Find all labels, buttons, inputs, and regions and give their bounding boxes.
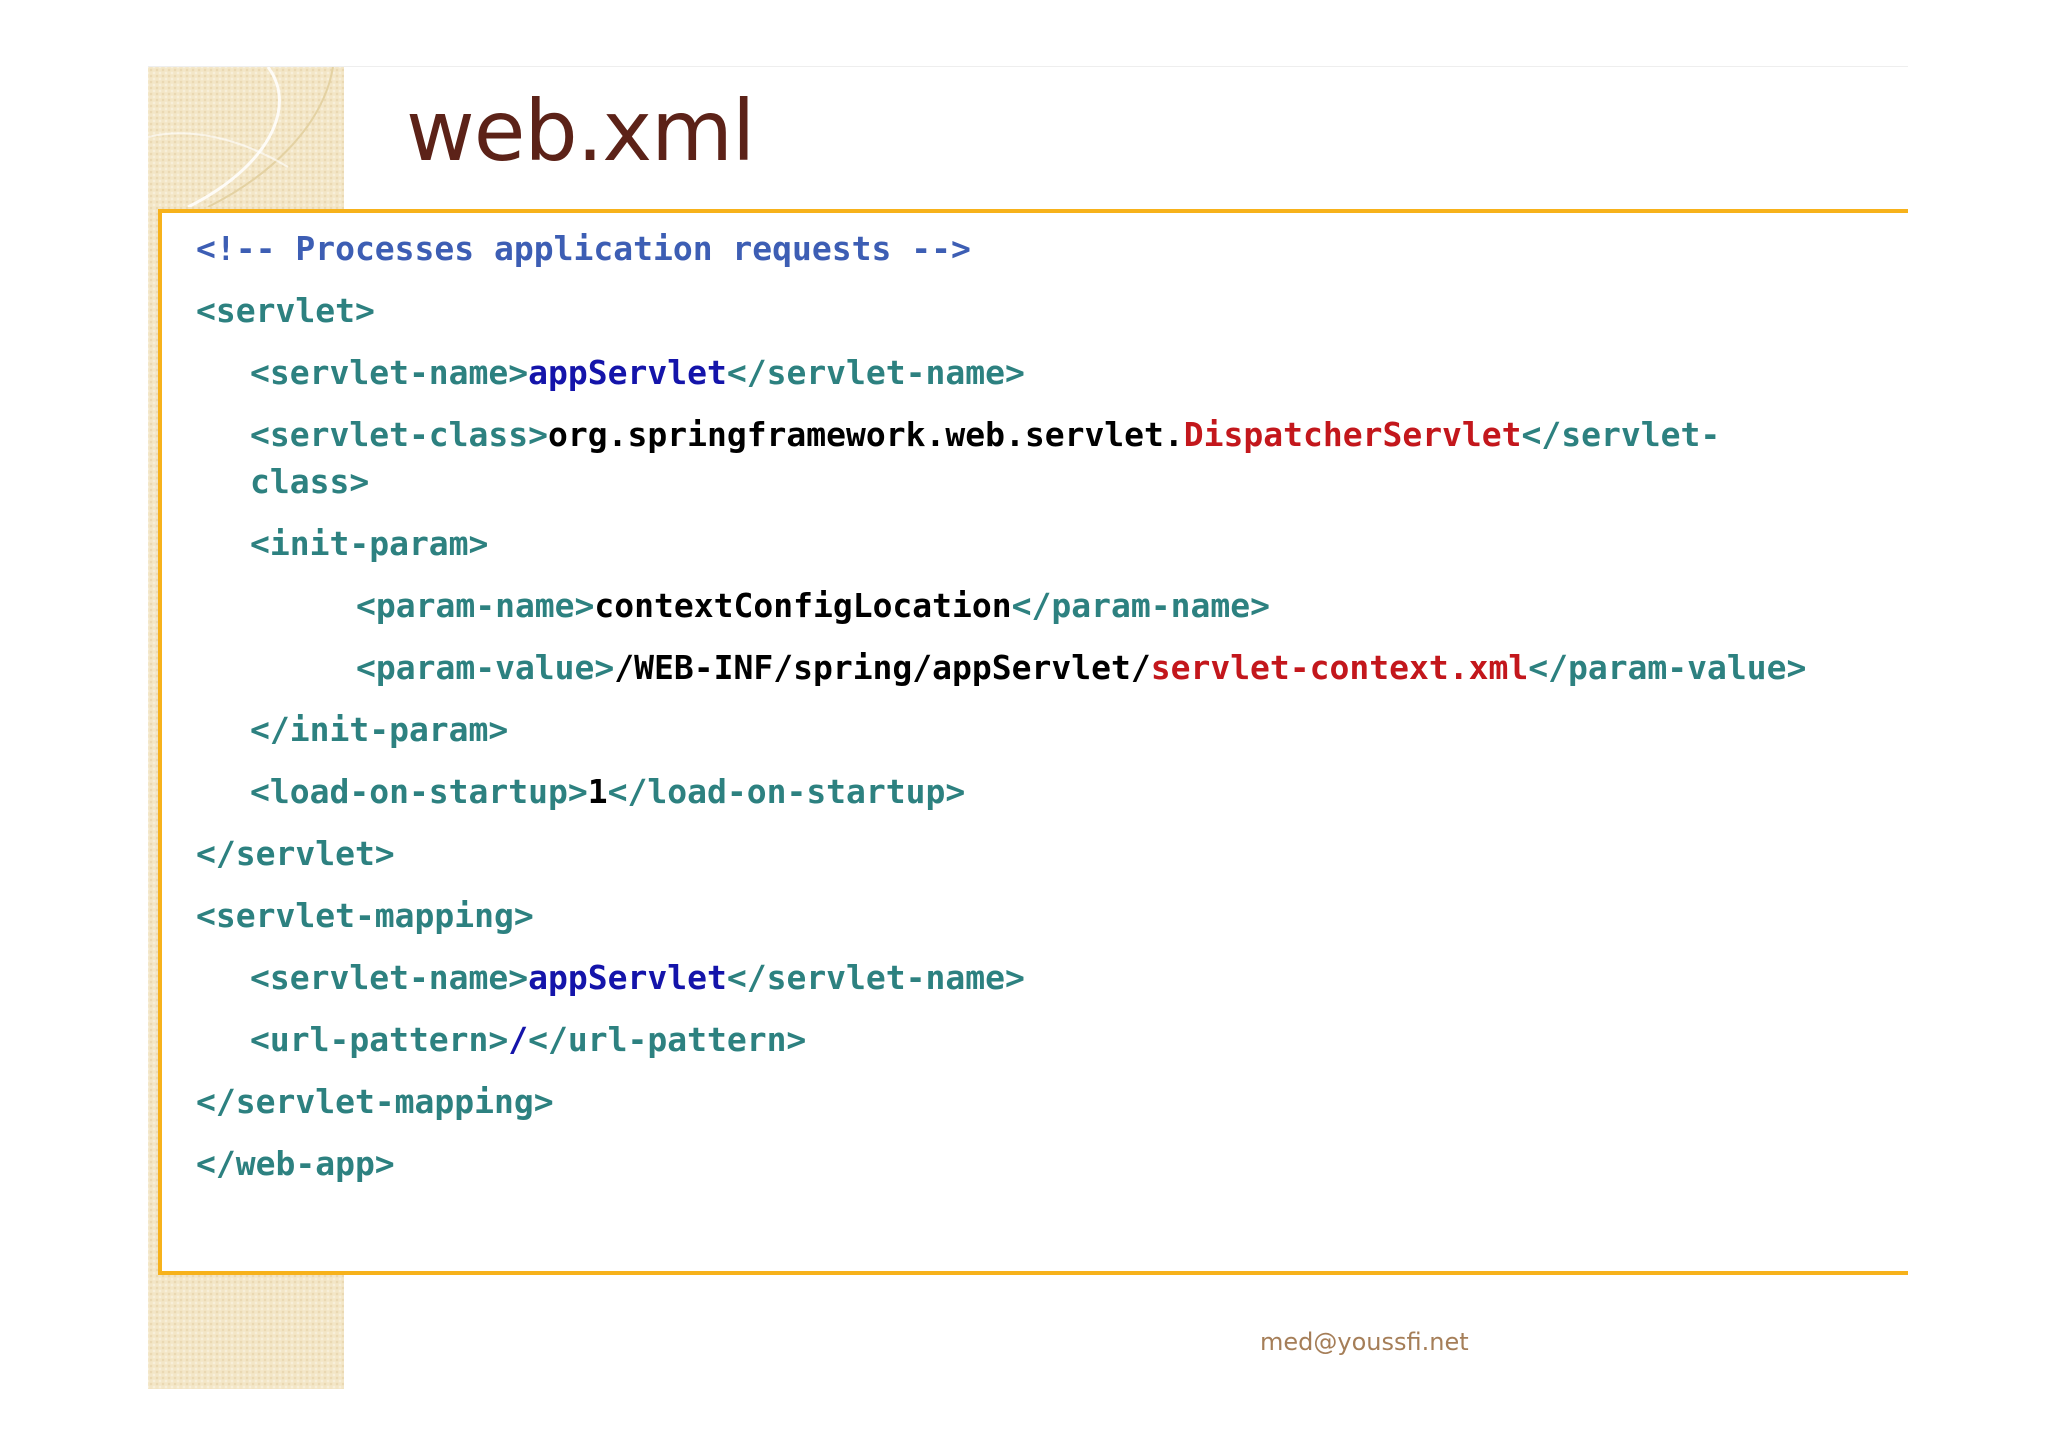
code-line-mapping-open: <servlet-mapping>	[196, 892, 1806, 939]
xml-tag: <servlet-name>	[250, 958, 529, 997]
xml-tag: <load-on-startup>	[250, 772, 588, 811]
xml-tag: <param-name>	[356, 586, 595, 625]
code-line-init-param-close: </init-param>	[196, 706, 1806, 753]
code-line-init-param-open: <init-param>	[196, 520, 1806, 567]
code-line-servlet-class-wrap: class>	[196, 458, 1806, 505]
xml-value: 1	[587, 772, 608, 811]
xml-tag: <url-pattern>	[250, 1020, 509, 1059]
xml-value: /WEB-INF/spring/appServlet/	[614, 648, 1151, 687]
xml-tag: </load-on-startup>	[607, 772, 966, 811]
xml-value: appServlet	[528, 353, 727, 392]
xml-tag: </servlet-name>	[726, 353, 1025, 392]
code-line-comment: <!-- Processes application requests -->	[196, 225, 1806, 272]
xml-value-highlight: DispatcherServlet	[1183, 415, 1522, 454]
code-line-param-name: <param-name>contextConfigLocation</param…	[196, 582, 1806, 629]
xml-tag: </url-pattern>	[528, 1020, 807, 1059]
xml-value: /	[508, 1020, 529, 1059]
code-box: <!-- Processes application requests --> …	[158, 209, 1908, 1275]
xml-tag: </servlet-name>	[726, 958, 1025, 997]
xml-tag: <servlet-class>	[250, 415, 549, 454]
xml-tag: class>	[250, 462, 370, 501]
xml-value: org.springframework.web.servlet.	[548, 415, 1184, 454]
code-line-url-pattern: <url-pattern>/</url-pattern>	[196, 1016, 1806, 1063]
slide: web.xml <!-- Processes application reque…	[148, 66, 1908, 1389]
code-line-load-on-startup: <load-on-startup>1</load-on-startup>	[196, 768, 1806, 815]
xml-comment: <!-- Processes application requests -->	[196, 229, 971, 268]
xml-tag: <servlet-mapping>	[196, 896, 534, 935]
code-line-servlet-class: <servlet-class>org.springframework.web.s…	[196, 411, 1806, 458]
xml-tag: </servlet-mapping>	[196, 1082, 554, 1121]
xml-tag: </servlet-	[1521, 415, 1721, 454]
code-line-mapping-close: </servlet-mapping>	[196, 1078, 1806, 1125]
xml-tag: <servlet-name>	[250, 353, 529, 392]
footer-email: med@youssfi.net	[1260, 1328, 1469, 1356]
code-line-param-value: <param-value>/WEB-INF/spring/appServlet/…	[196, 644, 1806, 691]
code-line-servlet-open: <servlet>	[196, 287, 1806, 334]
arc-decoration-icon	[148, 67, 334, 207]
code-line-servlet-close: </servlet>	[196, 830, 1806, 877]
xml-tag: <param-value>	[356, 648, 615, 687]
code-line-mapping-name: <servlet-name>appServlet</servlet-name>	[196, 954, 1806, 1001]
xml-tag: </web-app>	[196, 1144, 395, 1183]
code-line-webapp-close: </web-app>	[196, 1140, 1806, 1187]
slide-title: web.xml	[406, 82, 755, 180]
xml-tag: <init-param>	[250, 524, 489, 563]
xml-tag: </init-param>	[250, 710, 509, 749]
code-line-servlet-name: <servlet-name>appServlet</servlet-name>	[196, 349, 1806, 396]
xml-value: contextConfigLocation	[594, 586, 1012, 625]
xml-value-highlight: servlet-context.xml	[1150, 648, 1529, 687]
code-listing: <!-- Processes application requests --> …	[196, 225, 1806, 1187]
xml-tag: </param-name>	[1011, 586, 1270, 625]
xml-value: appServlet	[528, 958, 727, 997]
xml-tag: </servlet>	[196, 834, 395, 873]
xml-tag: <servlet>	[196, 291, 375, 330]
xml-tag: </param-value>	[1528, 648, 1807, 687]
